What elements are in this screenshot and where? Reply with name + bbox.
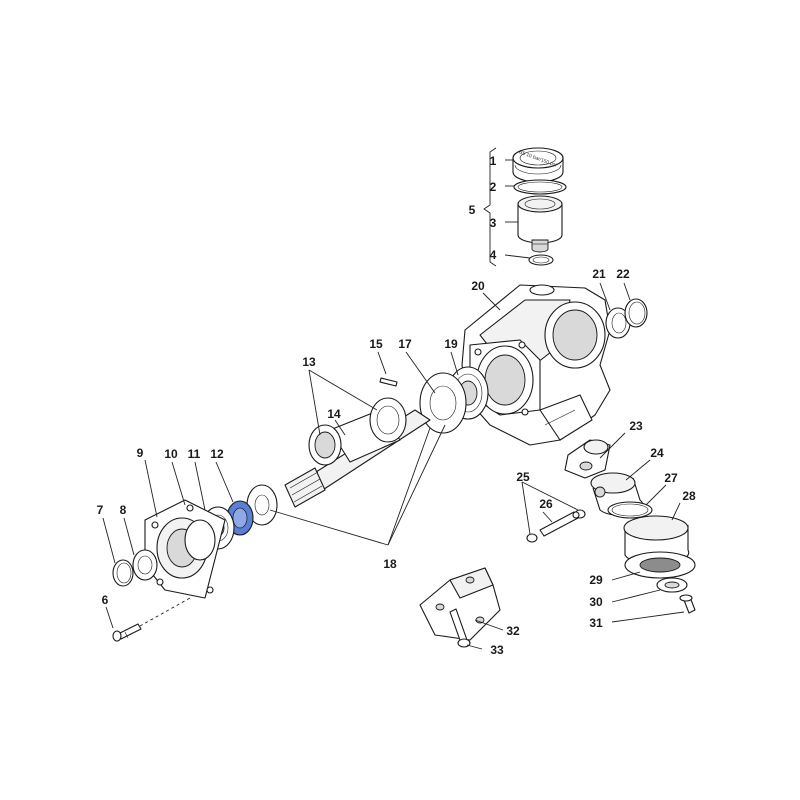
part-9-flange[interactable]	[144, 499, 226, 599]
part-31-bolt[interactable]	[679, 594, 696, 614]
callout-21: 21	[592, 267, 606, 281]
part-6-bolt[interactable]	[112, 623, 142, 642]
callout-27: 27	[664, 471, 678, 485]
part-14-main-shaft[interactable]	[284, 397, 431, 508]
callout-30: 30	[589, 595, 603, 609]
callout-11: 11	[188, 447, 201, 461]
callout-22: 22	[616, 267, 630, 281]
part-2-o-ring[interactable]	[513, 179, 567, 195]
callout-4: 4	[490, 248, 497, 262]
part-22-circlip[interactable]	[624, 298, 648, 328]
callout-23: 23	[629, 419, 643, 433]
callout-15: 15	[369, 337, 383, 351]
callout-5: 5	[469, 203, 476, 217]
callout-31: 31	[589, 616, 603, 630]
part-33-bolt[interactable]	[449, 608, 471, 648]
part-26-pin[interactable]	[539, 511, 580, 537]
callout-2: 2	[490, 180, 497, 194]
leader-lines	[102, 147, 685, 650]
callout-labels: 1 2 3 4 5 6 7 8 9 10 11 12 13 14 15 17 1…	[97, 154, 696, 657]
part-7-snap-ring[interactable]	[112, 559, 134, 587]
callout-14: 14	[327, 407, 341, 421]
callout-17: 17	[398, 337, 412, 351]
callout-33: 33	[490, 643, 504, 657]
callout-18: 18	[383, 557, 397, 571]
callout-24: 24	[650, 446, 664, 460]
bracket-5	[483, 147, 497, 267]
part-29-diaphragm[interactable]	[624, 551, 696, 579]
callout-20: 20	[471, 279, 485, 293]
parts-layer: B5 10 bar/150 psi	[112, 147, 696, 648]
part-23-piston-rod[interactable]	[564, 439, 611, 479]
callout-9: 9	[137, 446, 144, 460]
callout-25: 25	[516, 470, 530, 484]
part-30-disc[interactable]	[656, 577, 688, 593]
callout-28: 28	[682, 489, 696, 503]
part-8-seal[interactable]	[132, 549, 158, 581]
callout-29: 29	[589, 573, 603, 587]
part-27-o-ring[interactable]	[607, 501, 653, 519]
part-15-key-pin[interactable]	[379, 377, 398, 387]
callout-1: 1	[490, 154, 497, 168]
part-3-accumulator-body[interactable]	[517, 195, 563, 253]
callout-19: 19	[444, 337, 458, 351]
part-1-cap[interactable]: B5 10 bar/150 psi	[512, 147, 564, 183]
callout-7: 7	[97, 503, 104, 517]
callout-32: 32	[506, 624, 520, 638]
part-4-o-ring[interactable]	[528, 254, 554, 266]
callout-3: 3	[490, 216, 497, 230]
callout-13: 13	[302, 355, 316, 369]
callout-6: 6	[102, 593, 109, 607]
callout-26: 26	[539, 497, 553, 511]
callout-10: 10	[164, 447, 178, 461]
callout-12: 12	[210, 447, 224, 461]
callout-8: 8	[120, 503, 127, 517]
part-20-pump-housing[interactable]	[461, 284, 611, 446]
